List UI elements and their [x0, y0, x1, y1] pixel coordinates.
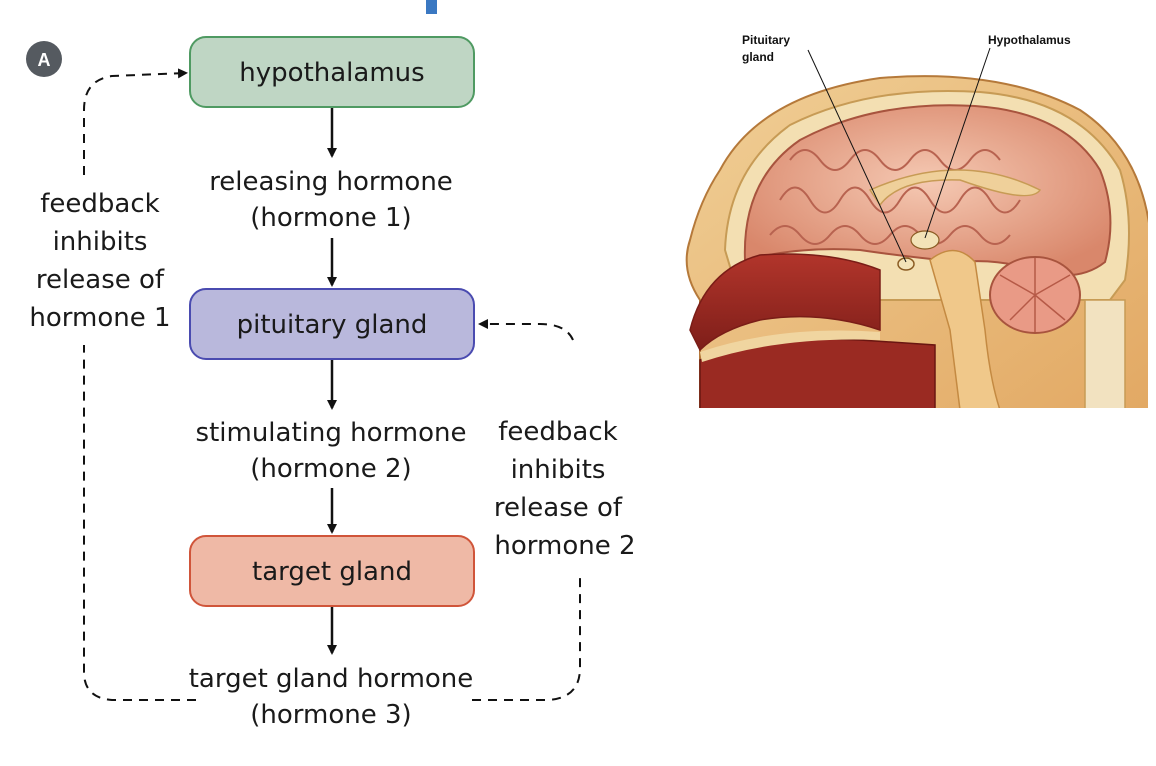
hypothalamus-shape — [910, 230, 940, 250]
brain-anatomy-illustration: Pituitary gland Hypothalamus — [685, 33, 1148, 408]
feedback-right-line2: inhibits — [511, 455, 606, 485]
feedback-left-line1: feedback — [40, 189, 159, 219]
label-pituitary-line1: Pituitary — [742, 33, 790, 47]
hypothalamus-box: hypothalamus — [189, 36, 475, 108]
hypothalamus-box-label: hypothalamus — [239, 58, 424, 88]
target-gland-box: target gland — [189, 535, 475, 607]
panel-letter: A — [38, 50, 51, 70]
feedback-left-line4: hormone 1 — [29, 303, 170, 333]
panel-badge: A — [26, 41, 62, 77]
pituitary-box-shape — [189, 288, 475, 360]
spinal-column — [1084, 299, 1126, 408]
hormone-3-line1: target gland hormone — [189, 664, 474, 694]
hypothalamus-box-shape — [189, 36, 475, 108]
feedback-left-line2: inhibits — [53, 227, 148, 257]
feedback-loop-left-lower — [83, 345, 196, 701]
label-pituitary-line2: gland — [742, 50, 774, 64]
target-gland-box-label: target gland — [252, 557, 412, 587]
pituitary-box: pituitary gland — [189, 288, 475, 360]
feedback-right-line1: feedback — [498, 417, 617, 447]
target-gland-box-shape — [189, 535, 475, 607]
feedback-loop-left-upper — [83, 68, 188, 175]
brain-gyri — [769, 149, 1021, 245]
hormone-1-line2: (hormone 1) — [250, 203, 411, 233]
palate-bone — [700, 330, 880, 362]
corpus-callosum — [868, 169, 1042, 207]
feedback-right-line3: release of — [494, 493, 623, 523]
feedback-loop-right-upper — [478, 319, 574, 341]
pituitary-gland-shape — [897, 257, 915, 271]
leader-hypothalamus — [924, 47, 991, 239]
cerebellum-folia — [999, 258, 1071, 332]
leader-pituitary — [807, 49, 907, 263]
label-hypothalamus: Hypothalamus — [988, 33, 1071, 47]
feedback-right-line4: hormone 2 — [494, 531, 635, 561]
nasal-cavity — [689, 253, 881, 352]
feedback-loop-right-lower — [472, 572, 581, 701]
hormone-2-line1: stimulating hormone — [196, 418, 467, 448]
hormone-2-line2: (hormone 2) — [250, 454, 411, 484]
pituitary-box-label: pituitary gland — [237, 310, 428, 340]
brain-cerebrum — [743, 104, 1112, 277]
hormone-1-line1: releasing hormone — [209, 167, 453, 197]
feedback-left-line3: release of — [36, 265, 165, 295]
brainstem — [929, 249, 1001, 408]
accent-tab — [426, 0, 437, 14]
hormone-3-line2: (hormone 3) — [250, 700, 411, 730]
